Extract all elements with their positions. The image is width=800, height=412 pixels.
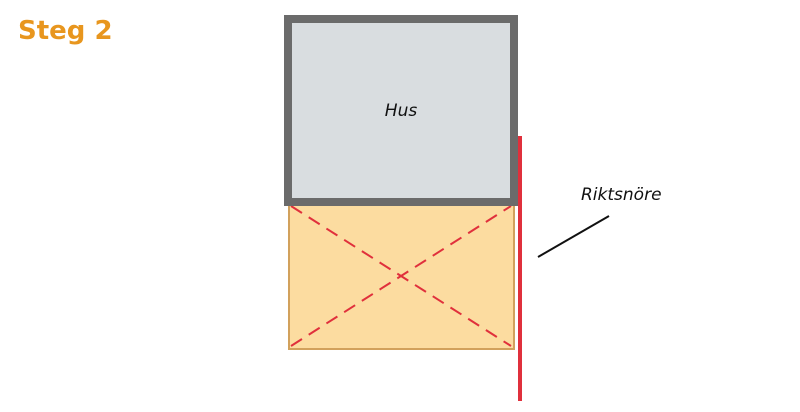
diagonal-line-2 bbox=[290, 205, 512, 347]
step-title: Steg 2 bbox=[18, 16, 113, 46]
leader-line bbox=[537, 215, 610, 258]
guide-string-label: Riktsnöre bbox=[581, 185, 662, 205]
house bbox=[284, 15, 518, 206]
house-label: Hus bbox=[385, 101, 418, 121]
